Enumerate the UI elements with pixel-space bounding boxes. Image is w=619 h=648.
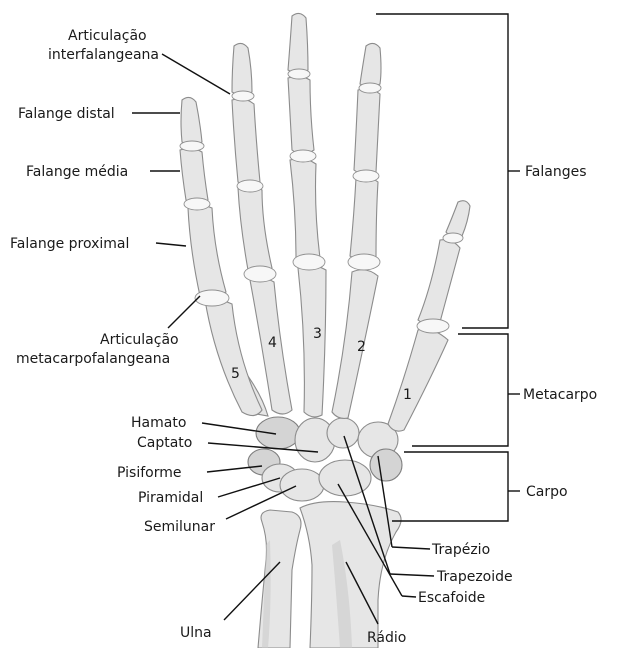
label-falanges: Falanges: [525, 164, 586, 180]
label-hamato: Hamato: [131, 415, 186, 431]
leader-articulacao-interfalangeana: [162, 54, 230, 94]
hand-skeleton-illustration: [180, 13, 470, 648]
leader-escafoide-b: [402, 596, 416, 597]
leader-articulacao-metacarpofalangeana: [168, 296, 200, 328]
label-falange-distal: Falange distal: [18, 106, 115, 122]
label-radio: Rádio: [367, 630, 406, 646]
label-carpo: Carpo: [526, 484, 568, 500]
label-ulna: Ulna: [180, 625, 212, 641]
metacarpal-number-2: 2: [357, 339, 366, 355]
label-trapezoide: Trapezoide: [436, 569, 513, 585]
leader-falange-proximal: [156, 243, 186, 246]
metacarpal-number-4: 4: [268, 335, 277, 351]
label-captato: Captato: [137, 435, 192, 451]
label-articulacao-interfalangeana-line1: Articulação: [68, 28, 147, 44]
leader-trapezio-b: [392, 547, 430, 549]
distal-phalanges: [181, 13, 470, 237]
metacarpal-bones: [205, 265, 448, 431]
label-escafoide: Escafoide: [418, 590, 485, 606]
label-piramidal: Piramidal: [138, 490, 203, 506]
label-falange-proximal: Falange proximal: [10, 236, 129, 252]
label-articulacao-interfalangeana-line2: interfalangeana: [48, 47, 159, 63]
label-trapezio: Trapézio: [431, 542, 490, 558]
label-semilunar: Semilunar: [144, 519, 215, 535]
metacarpal-number-3: 3: [313, 326, 322, 342]
label-articulacao-metacarpofalangeana-line1: Articulação: [100, 332, 179, 348]
label-metacarpo: Metacarpo: [523, 387, 597, 403]
label-falange-media: Falange média: [26, 164, 128, 180]
metacarpal-number-1: 1: [403, 387, 412, 403]
radius-bone: [300, 502, 401, 648]
leader-trapezoide-b: [390, 574, 434, 576]
label-pisiforme: Pisiforme: [117, 465, 181, 481]
metacarpal-number-5: 5: [231, 366, 240, 382]
label-articulacao-metacarpofalangeana-line2: metacarpofalangeana: [16, 351, 170, 367]
middle-phalanges: [180, 76, 380, 203]
bracket-carpo: [392, 452, 508, 521]
